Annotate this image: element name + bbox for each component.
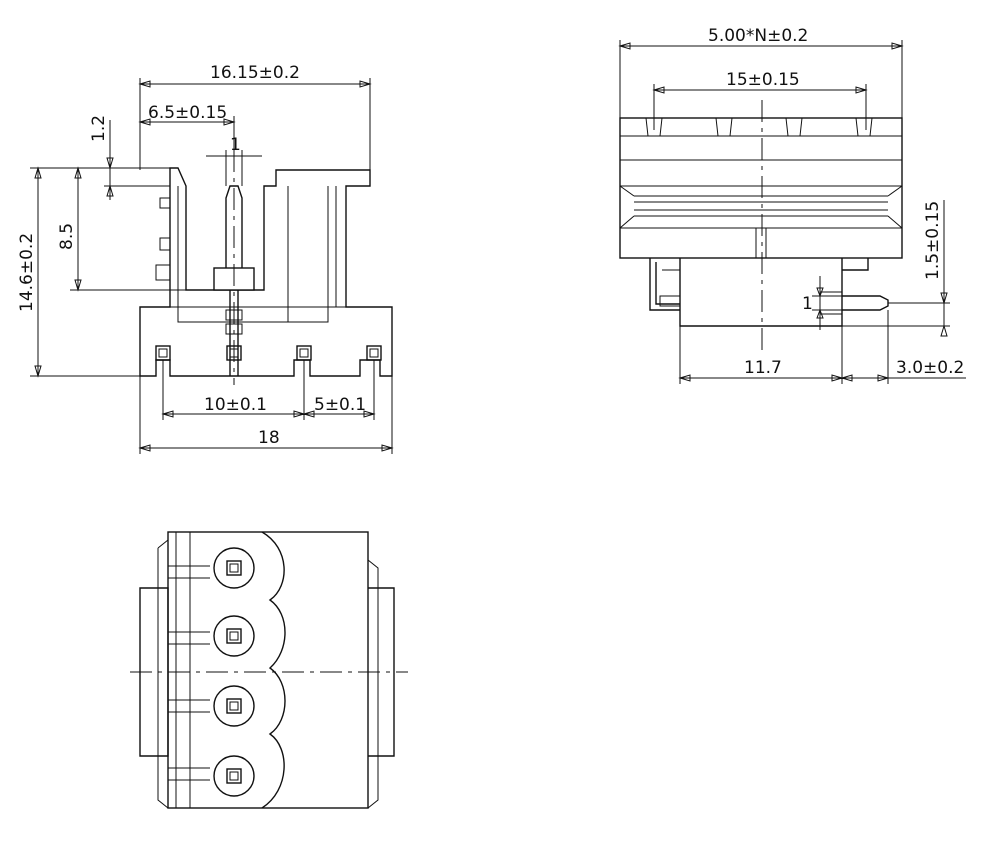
- dim-side-total: 5.00*N±0.2: [708, 26, 808, 46]
- dim-inner-height: 8.5: [57, 223, 77, 250]
- terminal-square-4: [366, 345, 382, 361]
- dim-pitch-5: 5±0.1: [314, 395, 366, 415]
- contact-circle-1: [213, 547, 255, 589]
- dim-pin-thickness: 1: [802, 294, 813, 314]
- dim-pitch-10: 10±0.1: [204, 395, 267, 415]
- dim-body-depth: 11.7: [744, 358, 782, 378]
- terminal-square-1: [155, 345, 171, 361]
- front-view: [139, 150, 393, 385]
- dim-front-width: 16.15±0.2: [210, 63, 300, 83]
- terminal-square-3: [296, 345, 312, 361]
- contact-row: [213, 547, 255, 797]
- dim-pin-offset: 6.5±0.15: [148, 103, 227, 123]
- dim-top-lip: 1.2: [89, 115, 109, 142]
- dim-base-width: 18: [258, 428, 280, 448]
- contact-circle-4: [213, 755, 255, 797]
- top-view: [130, 531, 408, 809]
- dim-pin-width: 1: [230, 135, 241, 155]
- dim-pin-length: 3.0±0.2: [896, 358, 964, 378]
- front-dimensions: 16.15±0.2 6.5±0.15 1.2 1 8.5 14.6±0.2 10…: [17, 63, 394, 454]
- contact-circle-3: [213, 685, 255, 727]
- dim-overall-height: 14.6±0.2: [17, 233, 37, 312]
- dim-pin-height: 1.5±0.15: [923, 201, 943, 280]
- side-view: [619, 100, 903, 350]
- contact-circle-2: [213, 615, 255, 657]
- dim-side-span: 15±0.15: [726, 70, 800, 90]
- side-dimensions: 5.00*N±0.2 15±0.15 1.5±0.15 1 11.7 3.0±0…: [618, 26, 966, 384]
